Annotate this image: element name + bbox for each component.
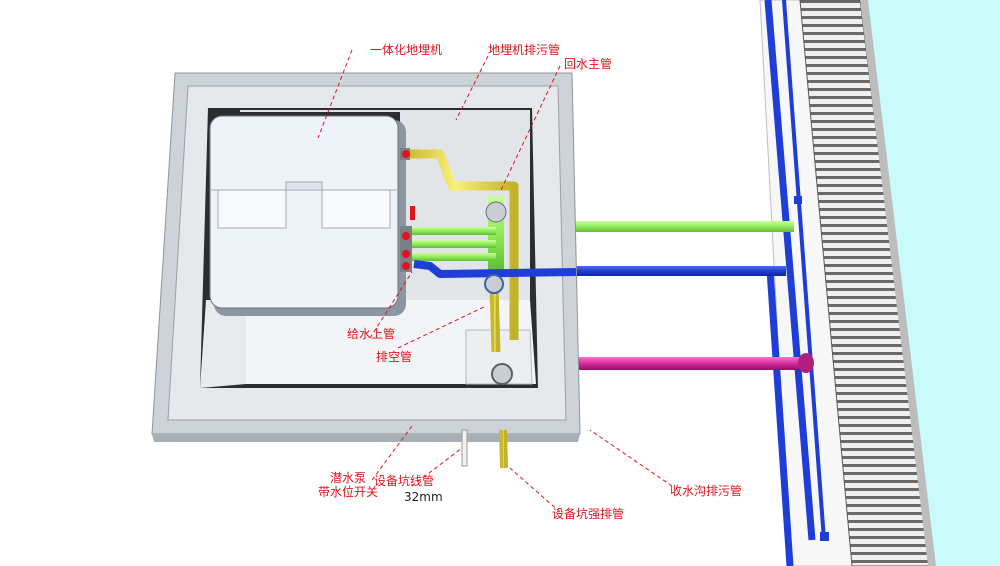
blue-horizontal-pipe: [572, 266, 786, 276]
blue-vertical-pipe-left: [764, 0, 816, 541]
label-sump-pump-float-switch: 潜水泵 带水位开关: [318, 471, 379, 499]
water-surface: [868, 0, 1000, 566]
label-vent-pipe: 排空管: [376, 350, 413, 364]
green-manifold-pipe-1: [410, 227, 496, 235]
channel-edge: [860, 0, 936, 566]
unit-panel-left: [217, 189, 287, 229]
unit-panel-right: [321, 189, 391, 229]
label-return-main-pipe: 回水主管: [564, 57, 613, 71]
valve-5: [410, 206, 415, 220]
blue-vertical-pipe-right: [782, 0, 826, 541]
drain-grating: [799, 0, 931, 566]
yellow-vertical-pipe: [489, 287, 501, 353]
pit-side-wall-right: [465, 329, 533, 385]
blue-pipe-flange: [484, 274, 504, 294]
label-pit-line-pipe: 设备坑线管: [374, 474, 435, 488]
label-integrated-unit: 一体化地埋机: [370, 43, 443, 57]
valve-handle-1: [402, 150, 410, 158]
valve-handle-4: [402, 262, 410, 270]
pit-back-wall: [240, 110, 530, 300]
green-horizontal-pipe: [572, 221, 794, 232]
pump-float-rod: [461, 429, 468, 467]
green-manifold-pipe-2: [410, 240, 496, 248]
green-manifold-pipe-3: [410, 253, 496, 261]
manifold-flange: [485, 201, 507, 223]
valve-handle-2: [402, 232, 410, 240]
label-pit-line-pipe-size: 32mm: [404, 490, 443, 504]
label-pit-drain-pipe: 设备坑强排管: [552, 507, 625, 521]
pit-floor: [246, 300, 536, 384]
pit-floor-left: [200, 300, 246, 388]
label-collection-drain-pipe: 收水沟排污管: [670, 484, 743, 498]
blue-vertical-pipe-lower: [766, 269, 794, 566]
blue-return-pipe: [413, 260, 577, 278]
integrated-unit-body: [209, 115, 399, 309]
magenta-horizontal-pipe: [520, 357, 810, 370]
yellow-pit-drain-pipe: [499, 429, 508, 469]
label-unit-drain-pipe: 地埋机排污管: [488, 43, 561, 57]
yellow-drain-pipe: [408, 149, 519, 340]
valve-handle-3: [402, 250, 410, 258]
magenta-pipe-end: [798, 353, 814, 373]
label-supply-upper-pipe: 给水上管: [347, 327, 396, 341]
pit-wall-front: [152, 434, 580, 442]
pipe-cap-lower: [820, 532, 829, 541]
leader-lines: [317, 49, 673, 513]
pipe-cap: [794, 196, 802, 204]
sump-pump: [491, 363, 513, 385]
